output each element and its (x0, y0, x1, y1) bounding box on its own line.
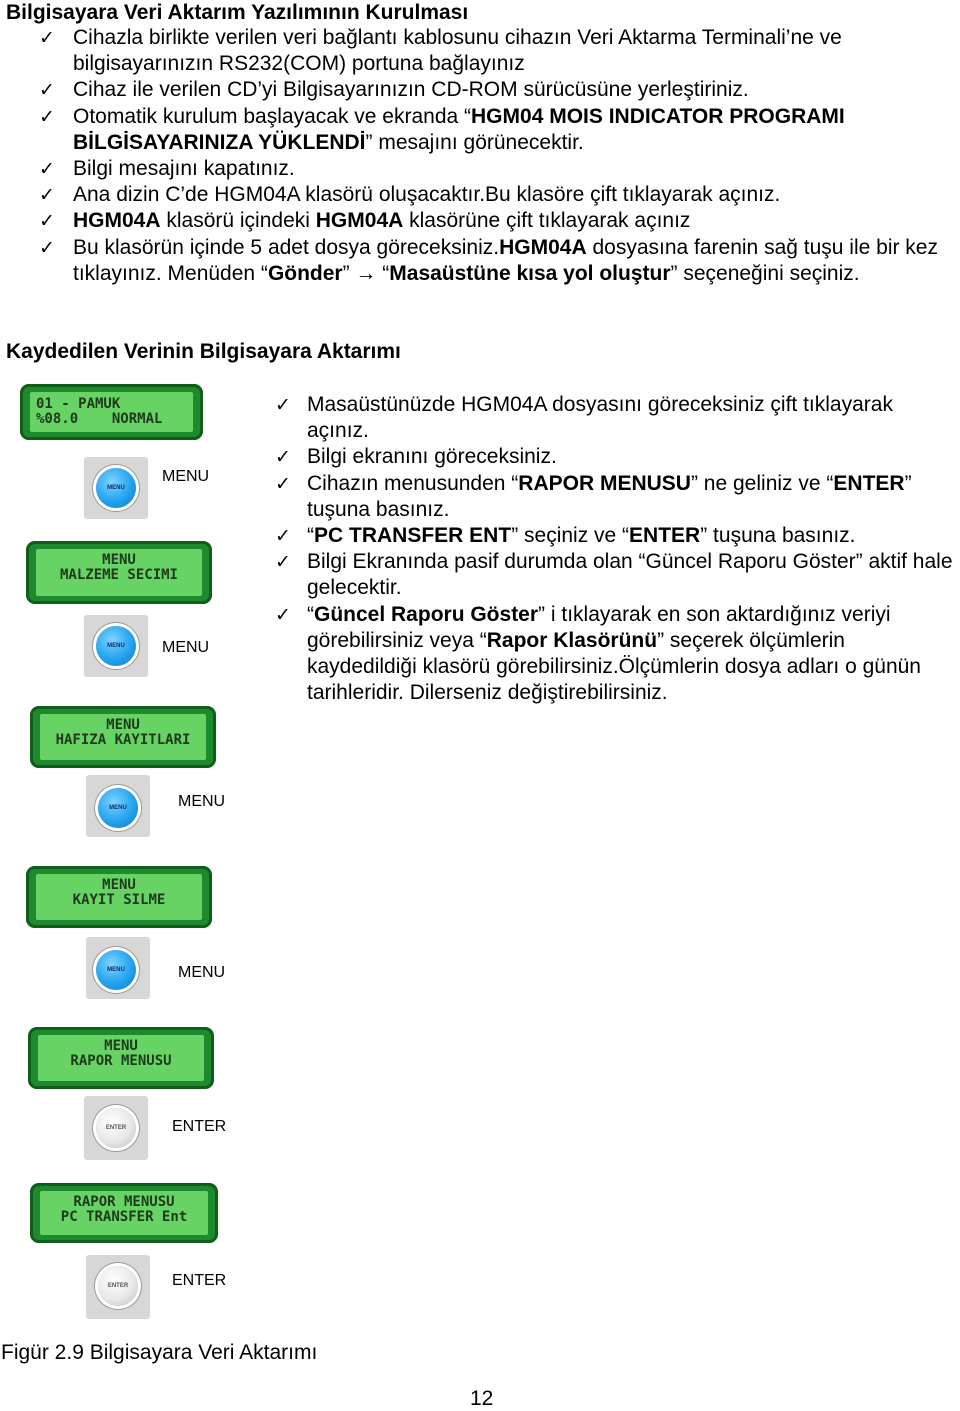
bold-text: Rapor Klasörünü (486, 628, 658, 652)
transfer-step-item: ✓ Bilgi Ekranında pasif durumda olan “Gün… (275, 549, 957, 601)
checkmark-icon: ✓ (39, 184, 55, 207)
page-number: 12 (470, 1387, 494, 1410)
button-label-5: ENTER (172, 1118, 227, 1135)
button-label-6: ENTER (172, 1272, 227, 1289)
bold-text: ENTER (833, 471, 905, 495)
checkmark-icon: ✓ (39, 105, 55, 128)
text-run: ” → “ (342, 261, 390, 285)
text-run: ” seçeneğini seçiniz. (670, 261, 860, 285)
enter-button-1[interactable]: ENTER (96, 1108, 136, 1148)
text-run: Bu klasörün içinde 5 adet dosya göreceks… (73, 235, 500, 259)
transfer-step-item: ✓ Cihazın menusunden “RAPOR MENUSU” ne ge… (275, 471, 957, 523)
text-run: Bilgi ekranını göreceksiniz. (307, 445, 557, 469)
installation-step-item: ✓ Cihazla birlikte verilen veri bağlantı … (39, 25, 953, 77)
checkmark-icon: ✓ (39, 79, 55, 102)
checkmark-icon: ✓ (39, 158, 55, 181)
bold-text: HGM04 MOIS INDICATOR PROGRAMI BİLGİSAYAR… (73, 104, 845, 154)
transfer-step-item: ✓ Bilgi ekranını göreceksiniz. (275, 444, 957, 470)
text-run: Bilgi mesajını kapatınız. (73, 157, 295, 181)
bold-text: HGM04A (73, 209, 161, 233)
text-run: klasörüne çift tıklayarak açınız (403, 209, 691, 233)
text-run: Masaüstünüzde HGM04A dosyasını göreceksi… (307, 393, 893, 443)
checkmark-icon: ✓ (275, 472, 291, 495)
transfer-step-item: ✓ Masaüstünüzde HGM04A dosyasını göreceks… (275, 392, 957, 444)
text-run: Cihazla birlikte verilen veri bağlantı k… (73, 26, 842, 76)
installation-step-item: ✓ HGM04A klasörü içindeki HGM04A klasörün… (39, 208, 953, 234)
text-run: ” mesajını görünecektir. (365, 130, 584, 154)
checkmark-icon: ✓ (39, 210, 55, 233)
checkmark-icon: ✓ (275, 525, 291, 548)
checkmark-icon: ✓ (275, 603, 291, 626)
bold-text: ENTER (629, 524, 701, 548)
text-run: “ (307, 602, 314, 626)
text-run: ” tuşuna basınız. (700, 524, 856, 548)
installation-step-item: ✓ Bilgi mesajını kapatınız. (39, 156, 953, 182)
checkmark-icon: ✓ (39, 236, 55, 259)
text-run: ” seçerek ölçümlerin kaydedildiği klasör… (307, 628, 921, 705)
checkmark-icon: ✓ (275, 551, 291, 574)
text-run: Ana dizin C’de HGM04A klasörü oluşacaktı… (73, 183, 781, 207)
bold-text: Masaüstüne kısa yol oluştur (389, 261, 671, 285)
checkmark-icon: ✓ (275, 446, 291, 469)
bold-text: Güncel Raporu Göster (314, 602, 539, 626)
text-run: “ (307, 524, 314, 548)
text-run: Otomatik kurulum başlayacak ve ekranda “ (73, 104, 472, 128)
figure-caption: Figür 2.9 Bilgisayara Veri Aktarımı (1, 1341, 318, 1364)
menu-button-3[interactable]: MENU (98, 788, 138, 828)
installation-steps-list: ✓ Cihazla birlikte verilen veri bağlantı … (39, 25, 953, 287)
text-run: Cihaz ile verilen CD’yi Bilgisayarınızın… (73, 78, 749, 102)
menu-button-1[interactable]: MENU (96, 468, 136, 508)
text-run: ” tuşuna basınız. (307, 471, 912, 521)
installation-step-item: ✓ Otomatik kurulum başlayacak ve ekranda … (39, 104, 953, 156)
checkmark-icon: ✓ (275, 394, 291, 416)
button-label-4: MENU (178, 964, 226, 981)
text-run: klasörü içindeki (160, 209, 316, 233)
bold-text: Gönder (267, 261, 343, 285)
bold-text: HGM04A (315, 209, 404, 233)
installation-step-item: ✓ Ana dizin C’de HGM04A klasörü oluşacakt… (39, 182, 953, 208)
menu-button-4[interactable]: MENU (96, 950, 136, 990)
button-label-3: MENU (178, 793, 226, 810)
lcd-screen-home: 01 - PAMUK%08.0 NORMAL (20, 384, 203, 440)
button-label-1: MENU (162, 468, 210, 485)
section-title-transfer: Kaydedilen Verinin Bilgisayara Aktarımı (6, 340, 401, 363)
menu-button-2[interactable]: MENU (96, 626, 136, 666)
transfer-steps-list: ✓ Masaüstünüzde HGM04A dosyasını göreceks… (275, 392, 957, 707)
text-run: dosyasına farenin sağ tuşu ile bir kez t… (73, 235, 938, 285)
text-run: Cihazın menusunden “ (307, 471, 519, 495)
enter-button-2[interactable]: ENTER (98, 1266, 138, 1306)
checkmark-icon: ✓ (39, 27, 55, 49)
bold-text: RAPOR MENUSU (518, 471, 691, 495)
bold-text: HGM04A (499, 235, 587, 259)
installation-step-item: ✓ Cihaz ile verilen CD’yi Bilgisayarınızı… (39, 77, 953, 103)
section-title-installation: Bilgisayara Veri Aktarım Yazılımının Kur… (6, 1, 469, 24)
transfer-step-item: ✓ “Güncel Raporu Göster” i tıklayarak en … (275, 602, 957, 707)
button-label-2: MENU (162, 639, 210, 656)
text-run: ” ne geliniz ve “ (690, 471, 834, 495)
text-run: ” i tıklayarak en son aktardığınız veriy… (307, 602, 891, 652)
text-run: Bilgi Ekranında pasif durumda olan “Günc… (307, 550, 953, 600)
installation-step-item: ✓ Bu klasörün içinde 5 adet dosya görecek… (39, 235, 953, 287)
text-run: ” seçiniz ve “ (511, 524, 630, 548)
bold-text: PC TRANSFER ENT (314, 524, 512, 548)
transfer-step-item: ✓ “PC TRANSFER ENT” seçiniz ve “ENTER” tu… (275, 523, 957, 549)
